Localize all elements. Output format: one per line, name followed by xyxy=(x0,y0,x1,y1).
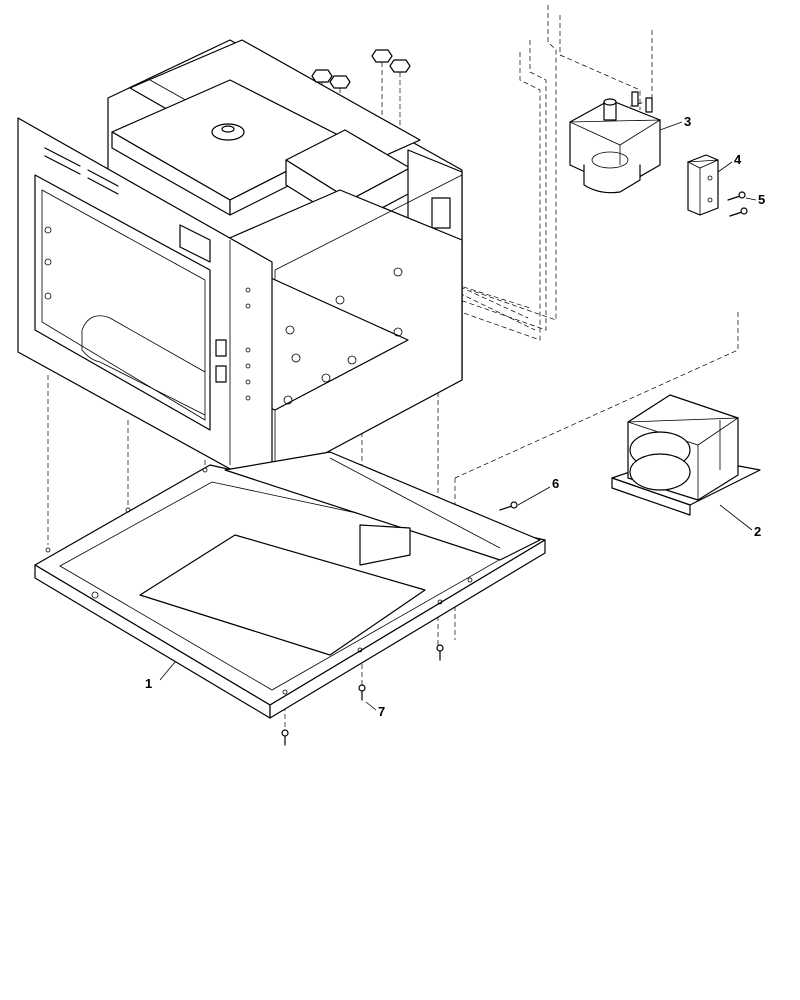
oven-cabinet xyxy=(17,39,463,493)
part-3-magnetron xyxy=(569,91,662,194)
callout-2: 2 xyxy=(754,524,761,539)
callout-1: 1 xyxy=(145,676,152,691)
part-7-screws xyxy=(281,644,444,746)
callout-6: 6 xyxy=(552,476,559,491)
part-5-screws xyxy=(727,191,748,217)
callout-leaders xyxy=(159,121,757,711)
part-2-transformer xyxy=(611,394,761,516)
callout-7: 7 xyxy=(378,704,385,719)
nuts-top xyxy=(311,49,411,89)
callout-4: 4 xyxy=(734,152,742,167)
part-4-bracket xyxy=(686,154,719,216)
callout-5: 5 xyxy=(758,192,765,207)
part-6-screw xyxy=(499,501,518,511)
callout-3: 3 xyxy=(684,114,691,129)
part-1-base-pan xyxy=(34,451,546,719)
